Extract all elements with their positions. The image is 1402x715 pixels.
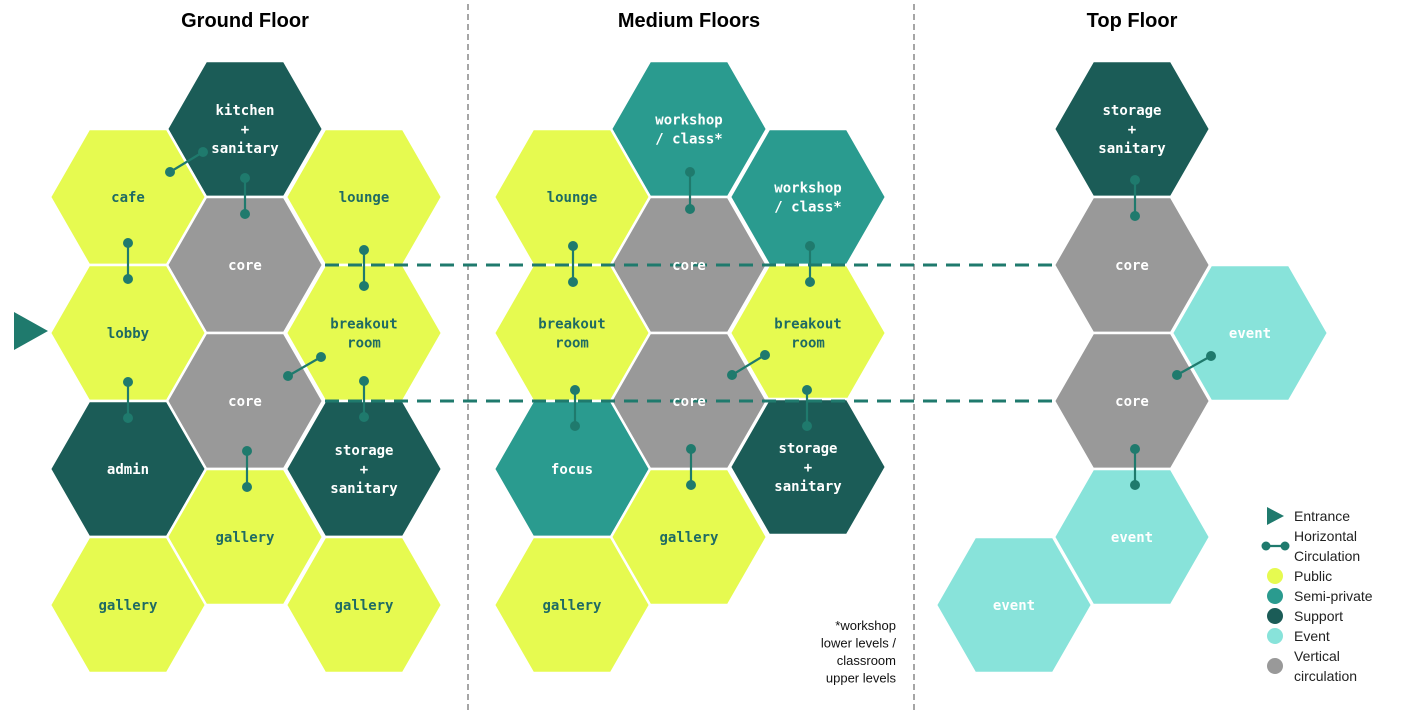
room-label: core [672,394,706,410]
legend-label: Entrance [1294,508,1350,524]
horizontal-circulation-connector [359,245,369,291]
legend-label: Support [1294,608,1343,624]
horizontal-circulation-connector [165,147,208,177]
legend-label: Vertical [1294,648,1340,664]
room-label: cafe [111,190,145,206]
horizontal-circulation-connector [283,352,326,381]
legend-label: Public [1294,568,1332,584]
room-label: gallery [542,598,602,614]
room-label: core [1115,258,1149,274]
horizontal-circulation-connector [686,444,696,490]
footnote-line: *workshop [835,618,896,633]
horizontal-circulation-connector [802,385,812,431]
room-label: workshop/ class* [774,181,841,216]
legend-label: Event [1294,628,1330,644]
horizontal-circulation-connector [805,241,815,287]
footnote-line: lower levels / [821,636,897,651]
room-hex-public [48,535,208,675]
room-label: core [228,258,262,274]
horizontal-circulation-connector [1172,351,1216,380]
room-label: core [1115,394,1149,410]
room-label: gallery [215,530,275,546]
room-label: gallery [334,598,394,614]
room-label: storage+sanitary [330,443,398,497]
footnote-line: upper levels [826,671,897,686]
room-label: lounge [547,190,598,206]
horizontal-circulation-connector [123,377,133,423]
entrance-arrow-icon [14,312,48,350]
horizontal-circulation-connector [359,376,369,422]
floor-title: Top Floor [1087,10,1178,32]
horizontal-circulation-connector [568,241,578,287]
floor-title: Ground Floor [181,10,309,32]
floor-title: Medium Floors [618,10,760,32]
legend-item-vertical: Vertical circulation [1267,648,1357,684]
horizontal-circulation-connector [242,446,252,492]
room-label: gallery [659,530,719,546]
room-label: lobby [107,326,150,342]
legend-swatch-icon [1267,608,1283,624]
entrance-icon [1267,507,1284,525]
footnote-line: classroom [837,653,896,668]
room-label: event [1229,326,1271,342]
room-hex-public [492,535,652,675]
room-hex-public [284,535,444,675]
legend-item-public: Public [1267,568,1332,584]
room-label: kitchen+sanitary [211,103,279,157]
room-label: core [672,258,706,274]
room-label: event [993,598,1035,614]
legend-label: Semi-private [1294,588,1373,604]
horizontal-circulation-connector [570,385,580,431]
room-label: storage+sanitary [774,441,842,495]
legend-swatch-icon [1267,588,1283,604]
legend-item-event: Event [1267,628,1330,644]
room-label: gallery [98,598,158,614]
room-label: workshop/ class* [655,113,722,148]
horizontal-circulation-connector [123,238,133,284]
legend-item-entrance: Entrance [1267,507,1350,525]
room-label: core [228,394,262,410]
room-hex-event [934,535,1094,675]
room-hex-support [728,397,888,537]
horizontal-circulation-connector [1130,175,1140,221]
legend-swatch-icon [1267,628,1283,644]
horizontal-circulation-connector [240,173,250,219]
room-label: storage+sanitary [1098,103,1166,157]
legend-label: Circulation [1294,548,1360,564]
legend-item-support: Support [1267,608,1343,624]
legend-item-semi-private: Semi-private [1267,588,1373,604]
room-label: lounge [339,190,390,206]
room-label: admin [107,462,149,478]
horizontal-circulation-connector [1130,444,1140,490]
room-label: event [1111,530,1153,546]
room-label: focus [551,462,593,478]
legend-swatch-icon [1267,568,1283,584]
horizontal-circulation-connector [727,350,770,380]
legend-label: circulation [1294,668,1357,684]
horizontal-circulation-connector [685,167,695,214]
legend-label: Horizontal [1294,528,1357,544]
legend-swatch-icon [1267,658,1283,674]
